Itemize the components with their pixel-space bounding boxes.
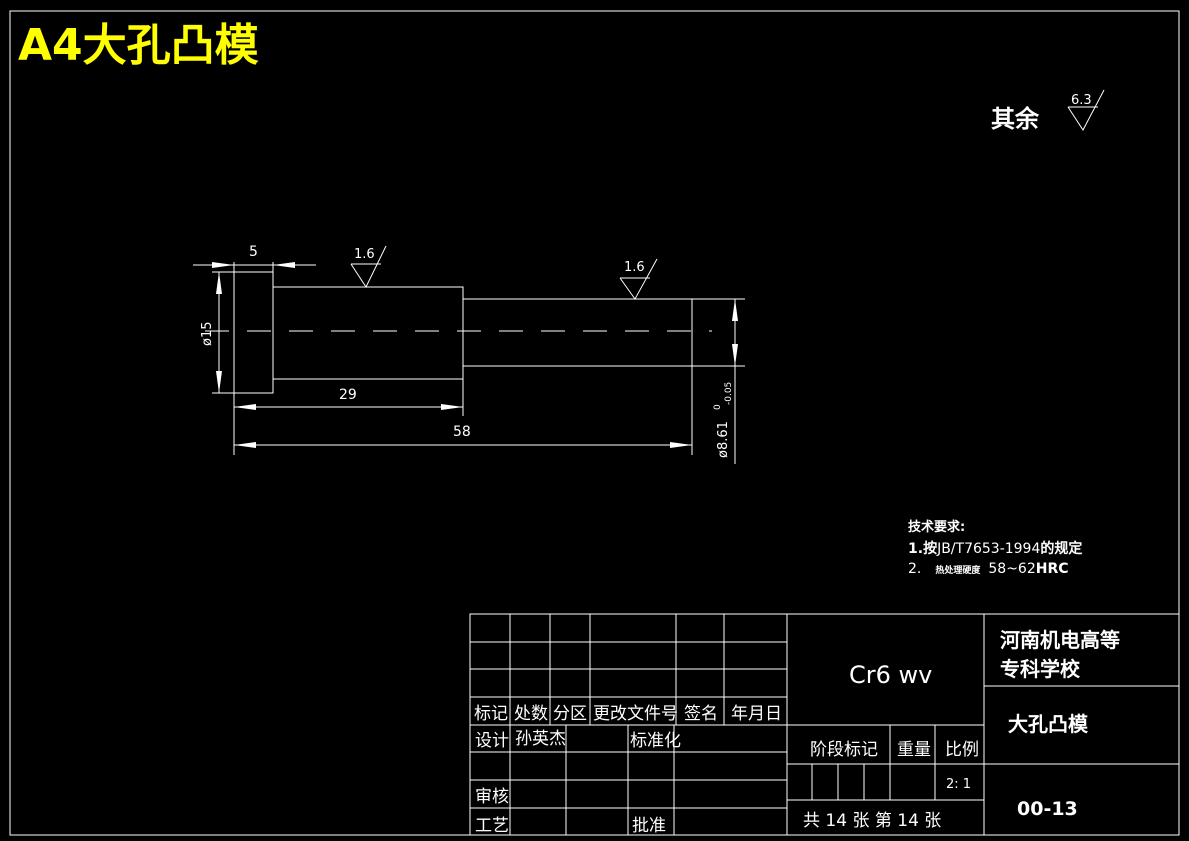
design-label: 设计: [475, 731, 509, 751]
dim-label: ø15: [200, 322, 215, 347]
drawing-title: A4大孔凸模: [18, 20, 259, 71]
dim-tolerance-lower: -0.05: [724, 382, 734, 405]
rev-header-count: 处数: [514, 704, 548, 724]
roughness-note-value: 6.3: [1071, 93, 1092, 108]
roughness-value: 1.6: [354, 247, 375, 262]
title-block: 标记 处数 分区 更改文件号 签名 年月日 设计 孙英杰 标准化 审核 工艺 批…: [469, 613, 1180, 836]
roughness-value: 1.6: [624, 260, 645, 275]
school-name-line-2: 专科学校: [1000, 657, 1081, 681]
part-name: 大孔凸模: [1008, 712, 1089, 736]
standardization-label: 标准化: [630, 731, 681, 751]
sheet-count: 共 14 张 第 14 张: [803, 811, 941, 831]
drawing-number: 00-13: [1017, 798, 1078, 820]
roughness-note-label: 其余: [991, 105, 1040, 133]
process-label: 工艺: [475, 816, 509, 836]
tech-req-item-1: 1.按JB/T7653-1994的规定: [908, 540, 1082, 557]
roughness-symbol-icon: [619, 258, 658, 300]
punch-tip: [462, 298, 693, 367]
weight-label: 重量: [897, 740, 931, 760]
punch-shoulder: [272, 286, 464, 380]
dim-label: 29: [339, 387, 357, 403]
rev-header-signature: 签名: [684, 704, 718, 724]
general-roughness-note: 其余 6.3: [991, 89, 1105, 133]
approval-label: 批准: [632, 816, 666, 836]
roughness-symbol-2: 1.6: [619, 258, 658, 300]
school-name-line-1: 河南机电高等: [1000, 628, 1120, 652]
rev-header-change-doc: 更改文件号: [593, 704, 678, 724]
roughness-symbol-icon: [1067, 89, 1105, 131]
rev-header-mark: 标记: [474, 704, 508, 724]
rev-header-zone: 分区: [553, 704, 587, 724]
dim-shoulder-length: 29: [233, 379, 464, 455]
dim-tolerance-upper: 0: [713, 404, 723, 410]
review-label: 审核: [475, 787, 509, 807]
rev-header-date: 年月日: [731, 704, 782, 724]
dim-label: 5: [249, 244, 258, 260]
punch-head: [233, 271, 274, 394]
material: Cr6 wv: [849, 661, 932, 689]
scale-label: 比例: [945, 740, 979, 760]
part-outline: [205, 271, 712, 394]
dim-head-diameter: ø15: [200, 271, 234, 394]
scale-value: 2: 1: [946, 777, 971, 792]
dim-label: 58: [453, 424, 471, 440]
dim-head-width: 5: [193, 244, 316, 272]
stage-mark-label: 阶段标记: [810, 740, 878, 760]
tech-req-heading: 技术要求:: [908, 519, 965, 535]
roughness-symbol-icon: [350, 245, 387, 289]
dim-total-length: 58: [234, 366, 693, 455]
dim-tip-diameter: ø8.61 0 -0.05: [692, 298, 745, 464]
dim-label: ø8.61: [716, 421, 731, 458]
designer-name: 孙英杰: [515, 729, 566, 749]
roughness-symbol-1: 1.6: [350, 245, 387, 289]
